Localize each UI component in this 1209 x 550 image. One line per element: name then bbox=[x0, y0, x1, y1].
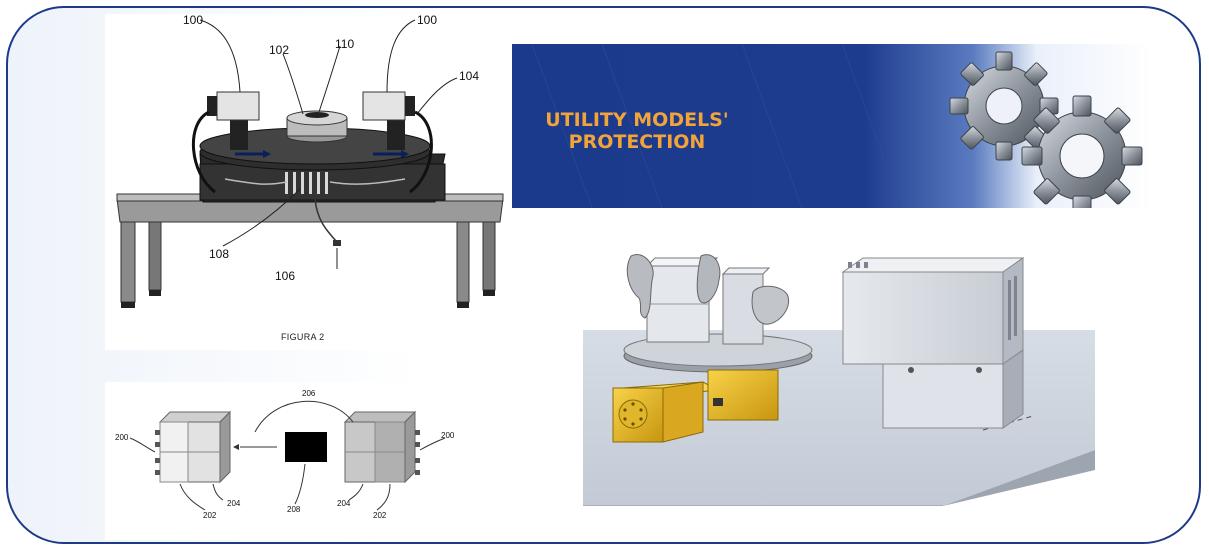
ref-200-left: 200 bbox=[115, 433, 129, 442]
ref-208: 208 bbox=[287, 505, 301, 514]
turntable-3d-render bbox=[583, 210, 1095, 507]
ref-206: 206 bbox=[302, 389, 316, 398]
banner-title-line-1: UTILITY MODELS' bbox=[545, 109, 729, 131]
patent-drawing-figure-3: 206 200 200 202 204 208 204 202 bbox=[105, 382, 455, 540]
ref-108: 108 bbox=[209, 247, 230, 261]
utility-models-banner: UTILITY MODELS' PROTECTION bbox=[512, 44, 1152, 208]
cube-modules-illustration bbox=[129, 400, 446, 511]
turntable-render-illustration bbox=[583, 254, 1095, 507]
ref-104: 104 bbox=[459, 69, 480, 83]
ref-100-right: 100 bbox=[417, 13, 438, 27]
gears-icon bbox=[949, 51, 1143, 208]
patent-drawing-figure-2: 100 100 102 110 104 108 106 FIGURA 2 bbox=[105, 14, 515, 350]
ref-110: 110 bbox=[335, 37, 355, 51]
banner-title: UTILITY MODELS' PROTECTION bbox=[512, 109, 762, 153]
ref-100-left: 100 bbox=[183, 13, 204, 27]
ref-202-left: 202 bbox=[203, 511, 217, 520]
ref-204-right: 204 bbox=[337, 499, 351, 508]
turntable-bench-illustration bbox=[116, 19, 504, 308]
ref-204-left: 204 bbox=[227, 499, 241, 508]
ref-202-right: 202 bbox=[373, 511, 387, 520]
ref-102: 102 bbox=[269, 43, 290, 57]
ref-200-right: 200 bbox=[441, 431, 455, 440]
banner-title-line-2: PROTECTION bbox=[568, 131, 706, 153]
figure-caption: FIGURA 2 bbox=[281, 332, 325, 342]
ref-106: 106 bbox=[275, 269, 296, 283]
